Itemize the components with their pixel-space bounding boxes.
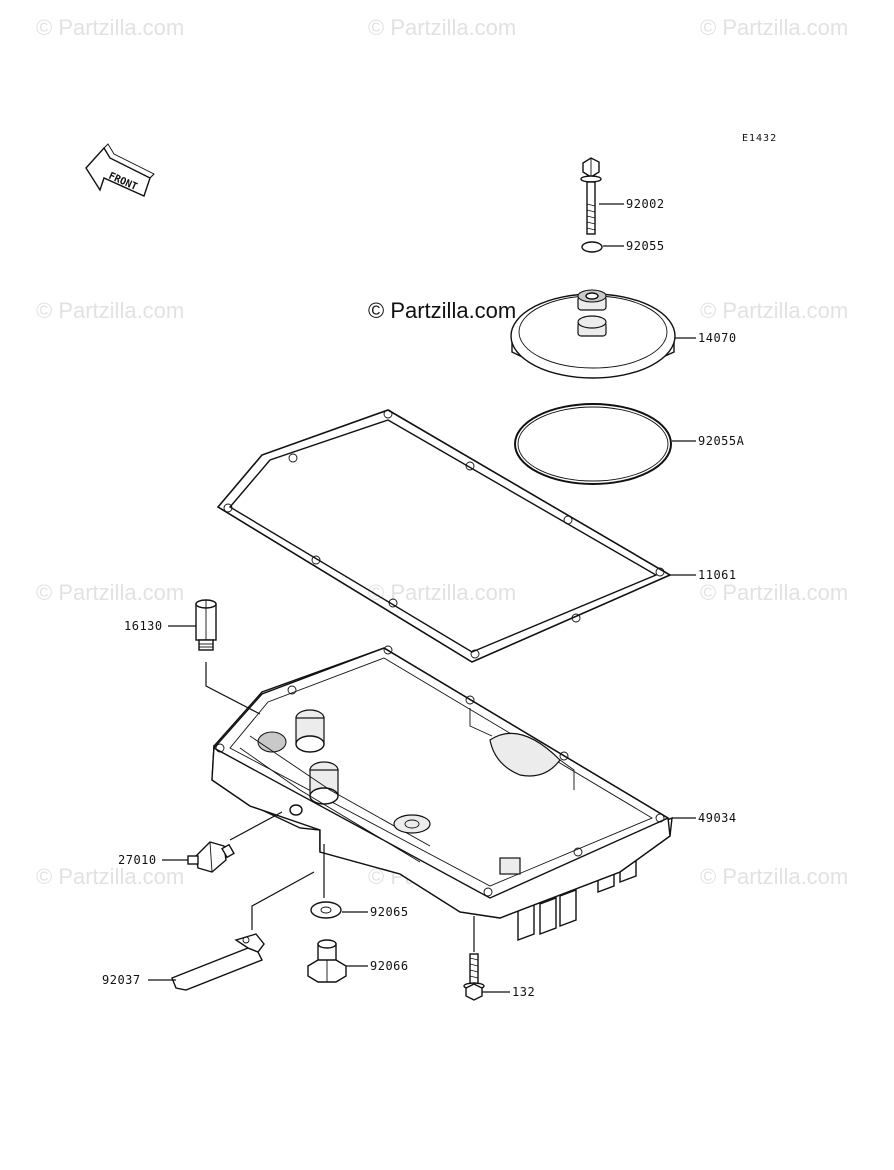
part-label: 92065 — [370, 905, 409, 919]
gasket-11061-icon — [216, 409, 672, 663]
o-ring-92055-icon — [581, 241, 603, 253]
part-label: 92055 — [626, 239, 665, 253]
watermark: © Partzilla.com — [36, 15, 184, 40]
washer-92065-icon — [310, 901, 342, 919]
part-label: 16130 — [124, 619, 163, 633]
fitting-16130-icon — [195, 599, 217, 651]
cover-14070-icon — [510, 289, 676, 379]
part-label: 27010 — [118, 853, 157, 867]
part-label: 49034 — [698, 811, 737, 825]
o-ring-92055a-icon — [514, 403, 672, 485]
watermark: © Partzilla.com — [36, 864, 184, 889]
part-label: 11061 — [698, 568, 737, 582]
bolt-132-icon — [463, 953, 485, 1001]
part-labels: 92002 92055 14070 92055A 11061 16130 490… — [102, 197, 745, 999]
strainer-92037-icon — [171, 933, 265, 991]
watermark: © Partzilla.com — [700, 15, 848, 40]
part-label: 14070 — [698, 331, 737, 345]
part-label: 92066 — [370, 959, 409, 973]
watermark: © Partzilla.com — [36, 298, 184, 323]
watermark: © Partzilla.com — [368, 580, 516, 605]
watermark: © Partzilla.com — [36, 580, 184, 605]
drain-plug-92066-icon — [307, 939, 347, 983]
part-label: 92037 — [102, 973, 141, 987]
diagram-code: E1432 — [742, 133, 777, 144]
watermark: © Partzilla.com — [368, 15, 516, 40]
switch-27010-icon — [187, 841, 235, 873]
watermark: © Partzilla.com — [700, 864, 848, 889]
part-label: 92002 — [626, 197, 665, 211]
front-arrow-icon: FRONT — [85, 143, 155, 197]
oil-pan-49034-icon — [211, 645, 673, 942]
watermark-main: © Partzilla.com — [368, 298, 516, 323]
watermark: © Partzilla.com — [700, 298, 848, 323]
part-label: 92055A — [698, 434, 745, 448]
part-label: 132 — [512, 985, 535, 999]
watermark: © Partzilla.com — [700, 580, 848, 605]
bolt-92002-icon — [580, 157, 602, 235]
